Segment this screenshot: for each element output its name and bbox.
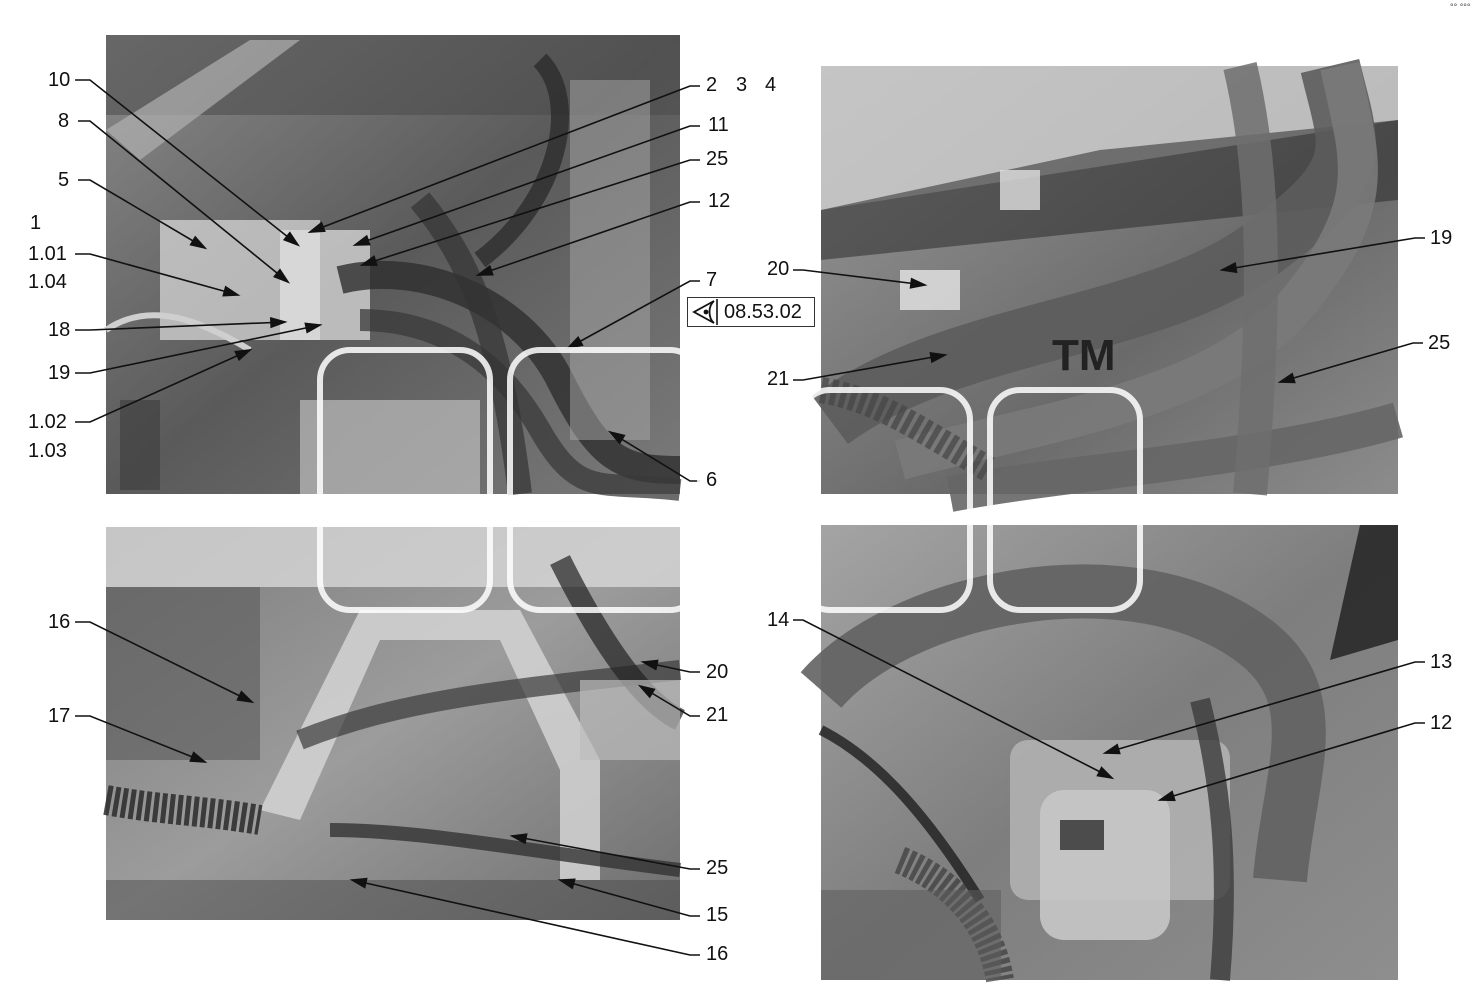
eye-view-icon (692, 299, 718, 325)
leader-line (354, 125, 700, 246)
callout-7: 7 (706, 269, 718, 291)
leader-arrowhead (269, 317, 288, 329)
callout-11: 11 (708, 114, 729, 136)
leader-line (75, 621, 253, 703)
callout-10: 10 (48, 69, 71, 91)
callout-6: 6 (706, 469, 718, 491)
leader-arrowhead (637, 684, 656, 699)
leader-line (309, 85, 700, 233)
leader-arrowhead (1102, 743, 1121, 755)
leader-line (1159, 722, 1425, 801)
leader-arrowhead (565, 335, 584, 350)
leader-line (1221, 237, 1425, 271)
callout-2: 2 (706, 74, 718, 96)
callout-25-bl: 25 (706, 857, 729, 879)
callout-5: 5 (58, 169, 70, 191)
callout-1: 1 (30, 212, 42, 234)
leader-arrowhead (557, 878, 576, 890)
leader-arrowhead (640, 659, 659, 671)
callout-25-tr: 25 (1428, 332, 1451, 354)
photo-top-right (812, 59, 1404, 512)
callout-1-04: 1.04 (28, 271, 67, 293)
leader-arrowhead (929, 352, 948, 364)
leader-arrowhead (909, 277, 928, 289)
leader-arrowhead (1277, 372, 1296, 384)
leader-line (642, 661, 700, 673)
leader-arrowhead (272, 268, 291, 284)
leader-arrowhead (349, 877, 368, 889)
photo-top-left (104, 35, 682, 501)
leader-arrowhead (189, 235, 208, 250)
leader-arrowhead (304, 322, 323, 334)
callout-19-tr: 19 (1430, 227, 1453, 249)
leader-line (75, 253, 239, 296)
leader-line (559, 879, 700, 917)
leader-arrowhead (236, 690, 255, 704)
corner-mark: °° °°° (1450, 2, 1471, 12)
leader-arrowhead (1219, 262, 1238, 274)
reference-box: 08.53.02 (687, 297, 815, 327)
leader-arrowhead (509, 833, 528, 845)
callout-4: 4 (765, 74, 777, 96)
leader-line (78, 120, 289, 283)
callout-1-01: 1.01 (28, 243, 67, 265)
reference-text: 08.53.02 (724, 300, 802, 323)
callout-12-br: 12 (1430, 712, 1453, 734)
leader-line (361, 159, 700, 266)
leader-line (567, 280, 700, 349)
leader-line (1279, 342, 1423, 383)
leader-line (1104, 661, 1425, 754)
callout-8: 8 (58, 110, 70, 132)
callout-21-bl: 21 (706, 704, 729, 726)
callout-16-top: 16 (48, 611, 71, 633)
leader-line (477, 201, 700, 276)
callout-3: 3 (736, 74, 748, 96)
callout-20-bl: 20 (706, 661, 729, 683)
leader-line (793, 354, 946, 381)
callout-12-tl: 12 (708, 190, 731, 212)
callout-14: 14 (767, 609, 790, 631)
leader-arrowhead (222, 285, 241, 297)
leader-line (639, 685, 700, 717)
leader-arrowhead (282, 231, 301, 247)
leader-arrowhead (307, 221, 326, 233)
leader-line (75, 79, 299, 246)
callout-21-tr: 21 (767, 368, 790, 390)
leader-arrowhead (234, 348, 253, 362)
callout-16-bottom: 16 (706, 943, 729, 965)
leader-line (351, 879, 700, 956)
leader-line (78, 179, 206, 249)
callout-17: 17 (48, 705, 71, 727)
leader-line (793, 269, 926, 286)
callout-13: 13 (1430, 651, 1453, 673)
leader-line (793, 619, 1113, 779)
callout-25-tl: 25 (706, 148, 729, 170)
leader-line (75, 715, 206, 763)
leader-arrowhead (352, 234, 371, 246)
callout-1-02: 1.02 (28, 411, 67, 433)
callout-15: 15 (706, 904, 729, 926)
callout-18: 18 (48, 319, 71, 341)
leader-line (511, 835, 700, 870)
leader-arrowhead (359, 255, 378, 266)
leader-line (75, 321, 286, 331)
leader-line (75, 349, 251, 423)
leader-arrowhead (189, 751, 208, 763)
photo-bottom-left (103, 527, 686, 920)
leader-arrowhead (1096, 766, 1115, 780)
leader-arrowhead (475, 264, 494, 276)
callout-1-03: 1.03 (28, 440, 67, 462)
leader-line (75, 324, 321, 374)
leader-arrowhead (1157, 790, 1176, 802)
callout-19: 19 (48, 362, 71, 384)
callout-20-tr: 20 (767, 258, 790, 280)
